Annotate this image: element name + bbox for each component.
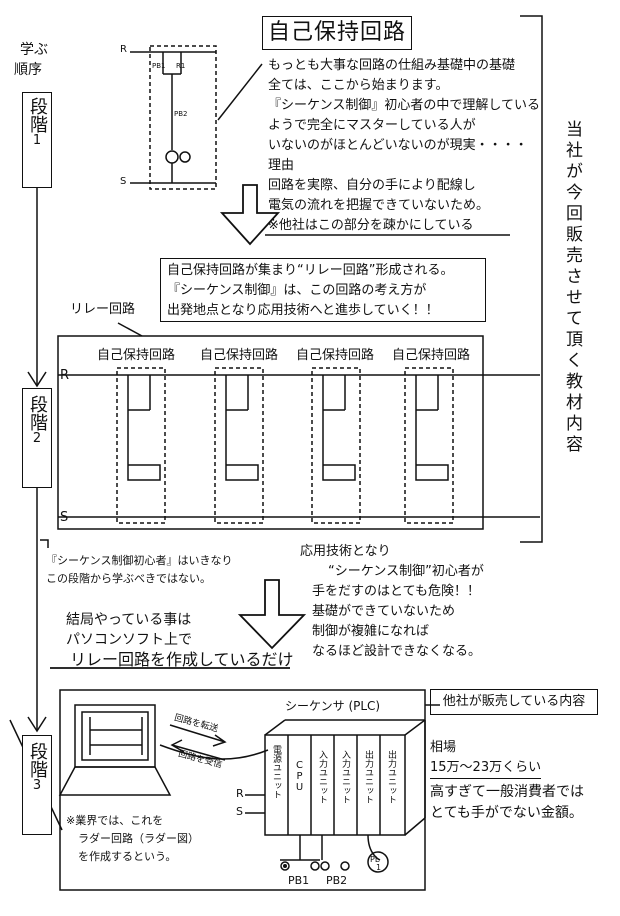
plc-module-output-2: 出力ユニット <box>386 750 396 804</box>
right-bracket <box>520 15 543 543</box>
learning-order-label-1: 学ぶ <box>20 42 48 58</box>
plc-module-power: 電源ユニット <box>271 745 281 799</box>
relay-block-contacts <box>127 375 449 481</box>
stage-1-line: もっとも大事な回路の仕組み基礎中の基礎 <box>268 58 516 73</box>
beginner-warning: 『シーケンス制御初心者』はいきなり この段階から学ぶべきではない。 <box>46 552 232 588</box>
plc-s-label: S <box>236 805 243 818</box>
ladder-note-line: ※業界では、これを <box>66 814 164 827</box>
plc-pl-sub: 1 <box>376 863 382 872</box>
applied-line: “シーケンス制御”初心者が <box>328 564 484 579</box>
conclusion-line: パソコンソフト上で <box>66 632 192 648</box>
price-range: 15万〜23万くらい <box>430 758 542 779</box>
circuit-s-label: S <box>120 176 127 187</box>
price-comment-2: とても手がでない金額。 <box>430 805 583 821</box>
step-3-number: 3 <box>32 778 42 793</box>
plc-module-output-1: 出力ユニット <box>363 750 373 804</box>
plc-title: シーケンサ (PLC) <box>285 699 381 713</box>
step-1-number: 1 <box>32 133 42 148</box>
competitor-title: 他社が販売している内容 <box>430 689 598 715</box>
plc-module-input-1: 入力ユニット <box>317 750 327 804</box>
step-2-box: 段階 2 <box>22 388 52 488</box>
stage-2-summary-line: 出発地点となり応用技術へと進歩していく！！ <box>167 303 439 318</box>
stage-2-summary-line: 『シーケンス制御』は、この回路の考え方が <box>167 283 427 298</box>
step-2-number: 2 <box>32 431 42 446</box>
ladder-note-line: ラダー回路（ラダー図） <box>78 832 199 845</box>
plc-r-label: R <box>236 787 244 800</box>
stage-1-line: 全ては、ここから始まります。 <box>268 78 449 93</box>
ladder-note-line: を作成するという。 <box>78 850 177 863</box>
conclusion-emphasis: リレー回路を作成しているだけ <box>70 650 294 669</box>
plc-pb2-label: PB2 <box>326 874 348 887</box>
rail-r-label: R <box>60 368 70 383</box>
stage-1-description: もっとも大事な回路の仕組み基礎中の基礎 全ては、ここから始まります。 『シーケン… <box>268 56 540 236</box>
stage-1-line: 電気の流れを把握できていないため。 <box>268 198 490 213</box>
relay-block-title-3: 自己保持回路 <box>296 348 375 363</box>
company-material-label: 当社が今回販売させて頂く教材内容 <box>562 120 582 456</box>
step-1-box: 段階 1 <box>22 92 52 188</box>
plc-pb1-label: PB1 <box>288 874 310 887</box>
conclusion: 結局やっている事は パソコンソフト上で リレー回路を作成しているだけ <box>66 610 294 670</box>
circuit-pb2-label: PB2 <box>174 110 188 118</box>
applied-line: なるほど設計できなくなる。 <box>312 644 482 659</box>
plc-module-cpu: CPU <box>294 760 305 793</box>
circuit-r-label: R <box>120 44 127 55</box>
applied-line: 基礎ができていないため <box>312 604 456 619</box>
stage-1-title: 自己保持回路 <box>262 16 412 50</box>
applied-line: 応用技術となり <box>300 544 391 559</box>
ladder-note: ※業界では、これを ラダー回路（ラダー図） を作成するという。 <box>66 812 199 866</box>
step-3-box: 段階 3 <box>22 735 52 835</box>
step-3-label: 段階 <box>27 742 48 778</box>
stage-1-line: いないのがほとんどいないのが現実・・・・ <box>268 138 528 153</box>
stage-1-note: ※他社はこの部分を疎かにしている <box>268 218 474 233</box>
step-2-label: 段階 <box>27 395 48 431</box>
plc-module-input-2: 入力ユニット <box>340 750 350 804</box>
learning-order-label-2: 順序 <box>14 62 42 78</box>
rail-s-label: S <box>60 510 69 525</box>
applied-line: 手をだすのはとても危険！！ <box>312 584 480 599</box>
conclusion-line: 結局やっている事は <box>66 612 192 628</box>
relay-block-title-2: 自己保持回路 <box>200 348 279 363</box>
relay-block-title-4: 自己保持回路 <box>392 348 471 363</box>
stage-1-line: 『シーケンス制御』初心者の中で理解している <box>268 98 540 113</box>
circuit-pb1-label: PB1 <box>152 62 166 70</box>
stage-2-summary-box: 自己保持回路が集まり“リレー回路”形成される。 『シーケンス制御』は、この回路の… <box>160 258 486 322</box>
price-comment-1: 高すぎて一般消費者では <box>430 784 584 800</box>
stage-1-line: 回路を実際、自分の手により配線し <box>268 178 476 193</box>
stage-1-line: ようで完全にマスターしている人が <box>268 118 476 133</box>
applied-line: 制御が複雑になれば <box>312 624 430 639</box>
stage-2-summary-line: 自己保持回路が集まり“リレー回路”形成される。 <box>167 263 454 278</box>
relay-block-title-1: 自己保持回路 <box>97 348 176 363</box>
stage-1-line: 理由 <box>268 158 295 173</box>
price-label: 相場 <box>430 740 457 755</box>
applied-technology: 応用技術となり “シーケンス制御”初心者が 手をだすのはとても危険！！ 基礎がで… <box>300 542 484 662</box>
step-1-label: 段階 <box>27 97 48 133</box>
circuit-r1-label: R1 <box>176 62 186 70</box>
warning-line: この段階から学ぶべきではない。 <box>46 572 211 585</box>
warning-line: 『シーケンス制御初心者』はいきなり <box>46 554 233 567</box>
plc-pl-label: PL <box>370 855 380 864</box>
relay-circuit-label: リレー回路 <box>70 302 136 317</box>
